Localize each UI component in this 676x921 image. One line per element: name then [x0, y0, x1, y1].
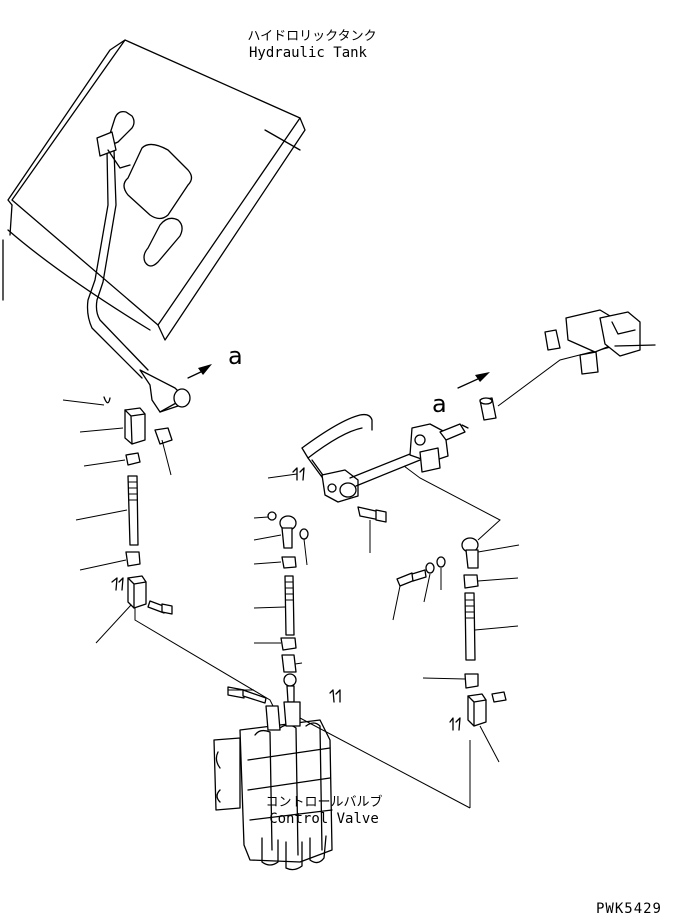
drawing-code: PWK5429 [596, 901, 662, 916]
hydraulic-tank-label-en: Hydraulic Tank [249, 45, 368, 61]
detail-a-label-left: a [228, 342, 243, 370]
control-valve-label-jp: コントロールバルブ [265, 794, 382, 810]
hydraulic-tank-label-jp: ハイドロリックタンク [247, 29, 376, 44]
leader-lines [62, 399, 520, 763]
control-valve [213, 701, 471, 871]
hydraulic-tank [2, 39, 306, 413]
center-lever-assembly [227, 413, 426, 704]
right-lever-assembly [403, 309, 656, 541]
right-rod-assembly [396, 537, 507, 731]
detail-a-arrow-left [187, 364, 212, 379]
left-rod-assembly [103, 396, 276, 711]
control-valve-label-en: Control Valve [269, 811, 379, 827]
detail-a-label-right: a [432, 390, 447, 418]
